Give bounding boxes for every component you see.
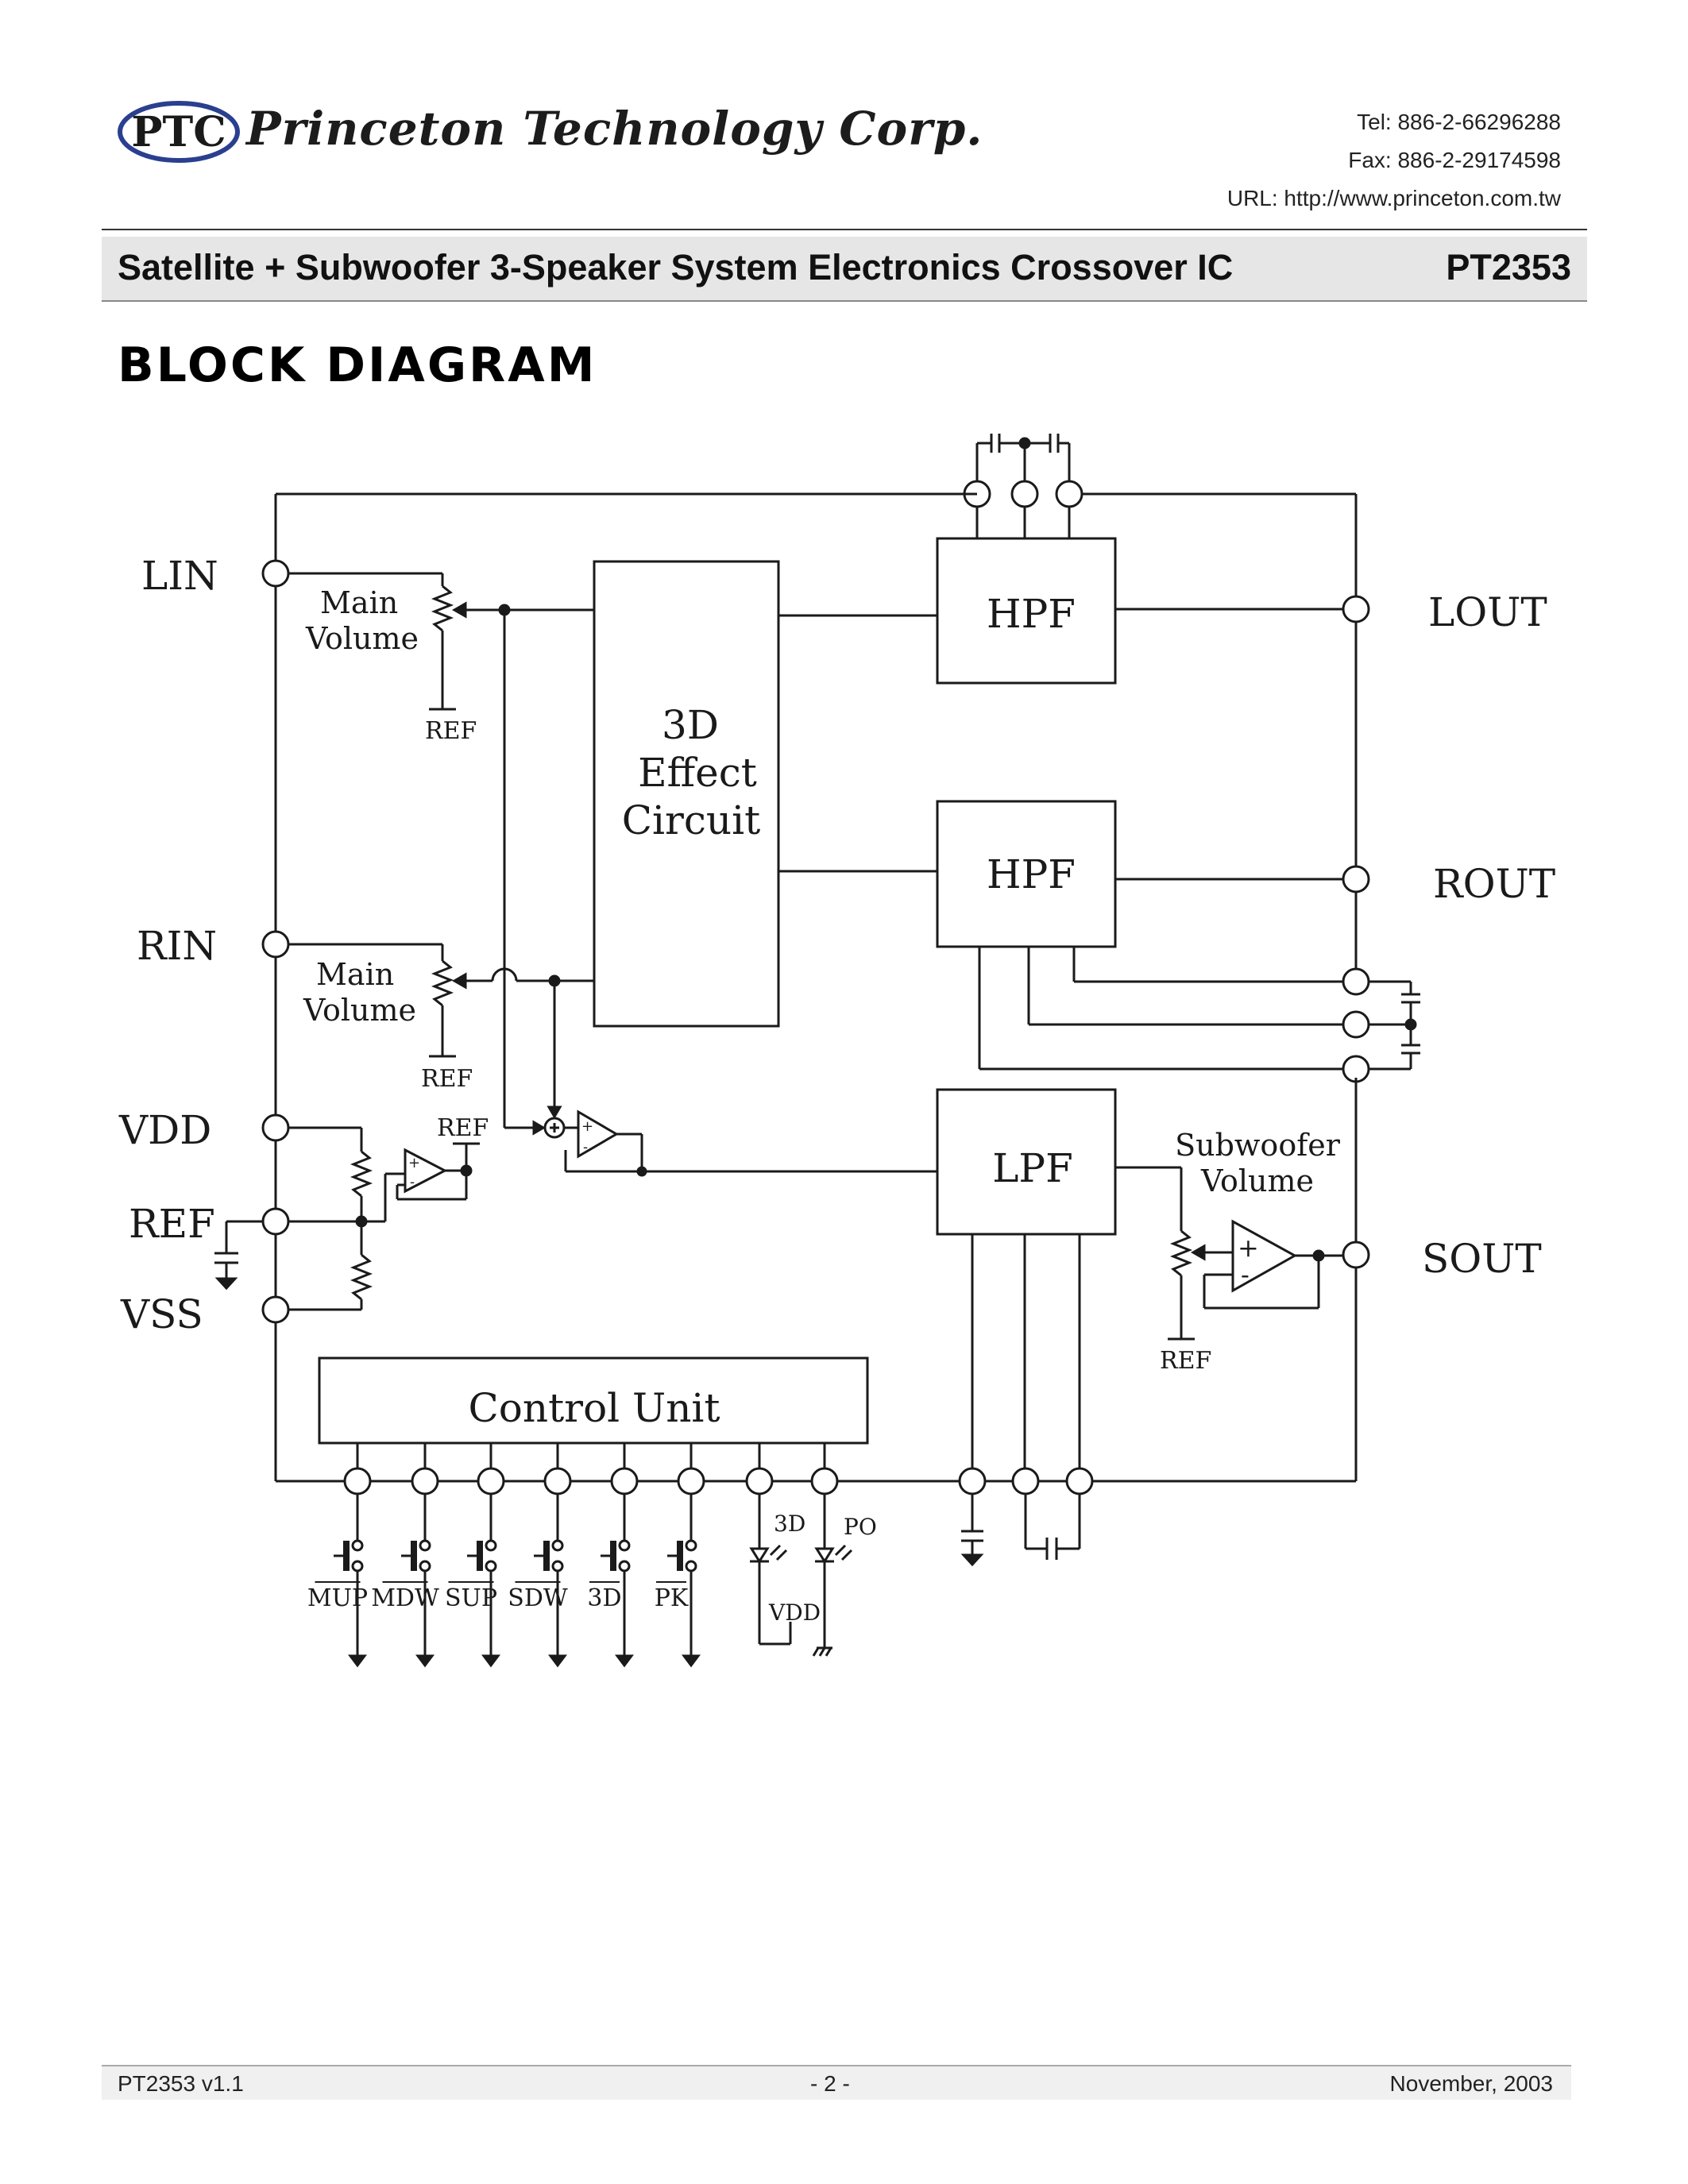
- right-pins: LOUT ROUT SOUT: [1342, 589, 1555, 1282]
- ground-symbol: [481, 1654, 500, 1668]
- document-title: Satellite + Subwoofer 3-Speaker System E…: [118, 247, 1234, 287]
- hpf-label: HPF: [987, 591, 1076, 637]
- button-label-3d: 3D: [587, 1584, 621, 1612]
- ground-symbol: [548, 1654, 567, 1668]
- led-3d-label: 3D: [774, 1511, 805, 1537]
- ground-symbol: [415, 1654, 435, 1668]
- subwoofer-volume-label: Volume: [1200, 1163, 1314, 1198]
- switch-contact: [485, 1539, 497, 1552]
- switch-contact: [685, 1560, 697, 1572]
- effect-label: Effect: [638, 750, 757, 796]
- main-volume-label: Main: [316, 957, 394, 992]
- url: URL: http://www.princeton.com.tw: [1226, 186, 1561, 210]
- switch-contact: [618, 1560, 631, 1572]
- main-volume-left: Main Volume REF: [288, 572, 594, 745]
- ref-label: REF: [437, 1114, 489, 1142]
- chip-outline: [274, 492, 1358, 1483]
- ref-label: REF: [425, 717, 477, 745]
- bias-network: + - REF: [214, 1114, 489, 1311]
- switch-contact: [351, 1560, 364, 1572]
- hpf-left-block: HPF: [936, 537, 1343, 685]
- effect-block: 3D Effect Circuit: [593, 560, 937, 1028]
- pin-lin: LIN: [141, 553, 218, 599]
- button-label-mdw: MDW: [371, 1584, 439, 1612]
- ref-label: REF: [421, 1065, 473, 1093]
- fax: Fax: 886-2-29174598: [1348, 148, 1561, 172]
- tel: Tel: 886-2-66296288: [1357, 110, 1561, 134]
- switch-contact: [551, 1560, 564, 1572]
- svg-text:+: +: [1238, 1233, 1259, 1263]
- led-po-label: PO: [844, 1514, 877, 1540]
- ground-symbol: [615, 1654, 634, 1668]
- main-volume-label: Main: [320, 585, 398, 620]
- pin-vss: VSS: [120, 1291, 203, 1337]
- lpf-cap-network: [960, 1494, 1081, 1567]
- switch-contact: [485, 1560, 497, 1572]
- footer-page: - 2 -: [810, 2071, 850, 2096]
- switch-contact: [551, 1539, 564, 1552]
- control-unit: Control Unit: [318, 1356, 869, 1468]
- switch-contact: [419, 1560, 431, 1572]
- button-label-sup: SUP: [445, 1584, 497, 1612]
- section-heading: BLOCK DIAGRAM: [118, 338, 597, 393]
- footer-rule: [102, 2065, 1571, 2066]
- part-number: PT2353: [1446, 247, 1571, 287]
- left-pins: LIN RIN VDD REF VSS: [118, 553, 290, 1337]
- hpf-right-block: HPF: [936, 800, 1343, 1071]
- switch-contact: [419, 1539, 431, 1552]
- logo-text: PTC: [131, 108, 226, 156]
- company-logo: PTC: [118, 101, 240, 163]
- switch-contact: [618, 1539, 631, 1552]
- company-name: Princeton Technology Corp.: [246, 102, 983, 156]
- hpf-label: HPF: [987, 851, 1076, 897]
- button-label-mup: MUP: [307, 1584, 368, 1612]
- footer-version: PT2353 v1.1: [118, 2071, 244, 2096]
- pin-lout: LOUT: [1428, 589, 1547, 635]
- svg-text:-: -: [410, 1174, 415, 1190]
- effect-label: 3D: [662, 702, 719, 748]
- pin-rin: RIN: [137, 923, 217, 969]
- footer-date: November, 2003: [1389, 2071, 1553, 2096]
- svg-text:+: +: [581, 1118, 593, 1135]
- subwoofer-volume-label: Subwoofer: [1175, 1128, 1341, 1163]
- svg-text:-: -: [583, 1139, 588, 1156]
- button-label-sdw: SDW: [508, 1584, 568, 1612]
- lpf-block: LPF + - Subwoofer Volume REF: [936, 1088, 1343, 1468]
- switch-contact: [685, 1539, 697, 1552]
- footer-band: [102, 2066, 1571, 2100]
- svg-text:+: +: [408, 1155, 420, 1171]
- button-label-pk: PK: [655, 1584, 689, 1612]
- lpf-label: LPF: [992, 1145, 1073, 1191]
- vdd-label: VDD: [768, 1599, 821, 1626]
- ground-symbol: [682, 1654, 701, 1668]
- mono-sum-path: + -: [503, 610, 937, 1177]
- effect-label: Circuit: [622, 797, 760, 843]
- svg-text:-: -: [1241, 1260, 1250, 1290]
- main-volume-right: Main Volume REF: [288, 943, 594, 1093]
- pin-ref: REF: [129, 1201, 215, 1247]
- pin-vdd: VDD: [118, 1107, 211, 1153]
- hpf-cap-pins: [963, 434, 1083, 538]
- switch-contact: [351, 1539, 364, 1552]
- title-bar: Satellite + Subwoofer 3-Speaker System E…: [102, 237, 1587, 302]
- main-volume-label: Volume: [303, 993, 416, 1028]
- pin-sout: SOUT: [1422, 1236, 1542, 1282]
- ref-label: REF: [1160, 1347, 1211, 1375]
- pin-rout: ROUT: [1433, 861, 1555, 907]
- led-indicators: 3D VDD PO: [749, 1494, 877, 1657]
- main-volume-label: Volume: [305, 621, 419, 656]
- rout-cap-network: [1369, 980, 1420, 1071]
- control-unit-label: Control Unit: [469, 1385, 720, 1431]
- ground-symbol: [348, 1654, 367, 1668]
- header-rule: [102, 229, 1587, 230]
